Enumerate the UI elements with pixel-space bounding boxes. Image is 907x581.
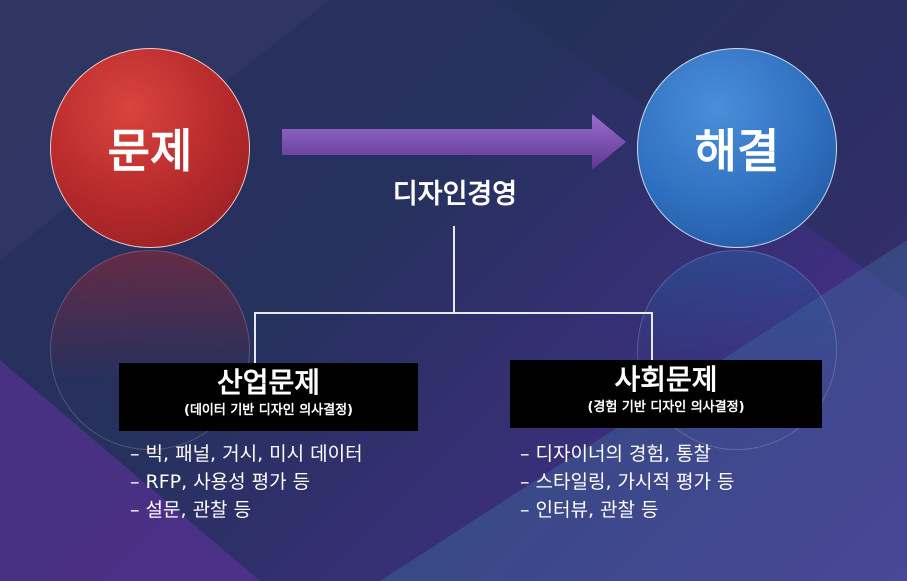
industrial-problem-title: 산업문제 xyxy=(216,366,321,399)
list-item: – 설문, 관찰 등 xyxy=(130,499,252,521)
list-item: – 인터뷰, 관찰 등 xyxy=(520,499,659,521)
design-management-label: 디자인경영 xyxy=(392,179,518,210)
social-problem-box: 사회문제 (경험 기반 디자인 의사결정) xyxy=(510,360,822,428)
industrial-problem-subtitle: (데이터 기반 디자인 의사결정) xyxy=(184,403,353,418)
industrial-problem-list: – 빅, 패널, 거시, 미시 데이터 – RFP, 사용성 평가 등 – 설문… xyxy=(130,440,363,524)
list-item: – 스타일링, 가시적 평가 등 xyxy=(520,471,735,493)
list-item: – RFP, 사용성 평가 등 xyxy=(130,471,311,493)
industrial-problem-box: 산업문제 (데이터 기반 디자인 의사결정) xyxy=(119,363,418,431)
connector-vertical-right xyxy=(651,312,653,360)
connector-vertical-main xyxy=(453,226,455,312)
social-problem-title: 사회문제 xyxy=(614,363,718,396)
problem-circle: 문제 xyxy=(50,48,250,248)
list-item: – 빅, 패널, 거시, 미시 데이터 xyxy=(130,443,363,465)
solution-label: 해결 xyxy=(694,124,780,178)
social-problem-list: – 디자이너의 경험, 통찰 – 스타일링, 가시적 평가 등 – 인터뷰, 관… xyxy=(520,440,735,524)
problem-label: 문제 xyxy=(107,124,193,178)
connector-horizontal xyxy=(254,312,653,314)
list-item: – 디자이너의 경험, 통찰 xyxy=(520,443,711,465)
connector-vertical-left xyxy=(254,312,256,363)
social-problem-subtitle: (경험 기반 디자인 의사결정) xyxy=(587,400,745,415)
solution-circle: 해결 xyxy=(637,48,837,248)
arrow-problem-to-solution xyxy=(282,114,626,170)
